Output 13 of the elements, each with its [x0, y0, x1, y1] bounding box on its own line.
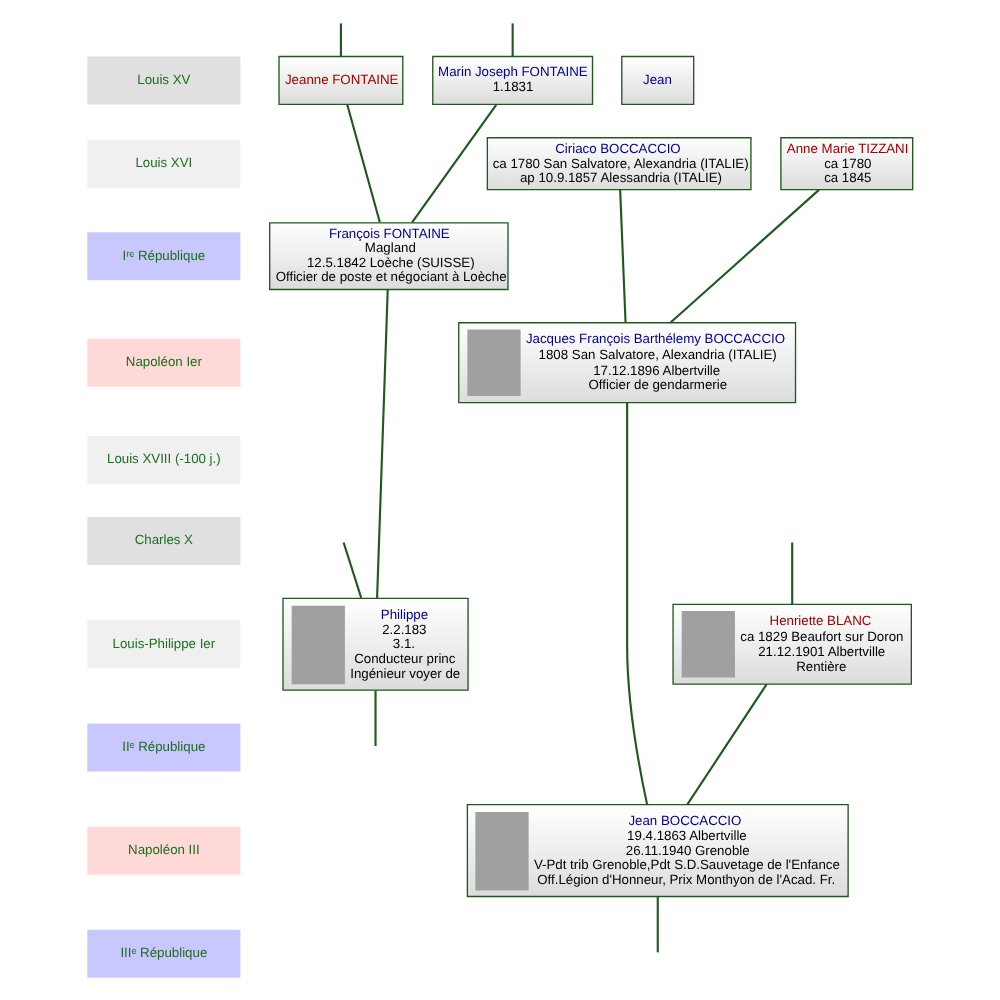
connector [374, 690, 377, 746]
connector [619, 189, 627, 323]
connector [376, 289, 389, 599]
connector [626, 402, 649, 805]
connector [346, 104, 381, 223]
connector [791, 542, 794, 605]
connector [656, 896, 659, 953]
connector [686, 683, 768, 806]
connector [669, 189, 820, 324]
connector [342, 542, 363, 599]
connector [339, 23, 342, 57]
connector [411, 104, 498, 223]
connector [511, 23, 514, 57]
